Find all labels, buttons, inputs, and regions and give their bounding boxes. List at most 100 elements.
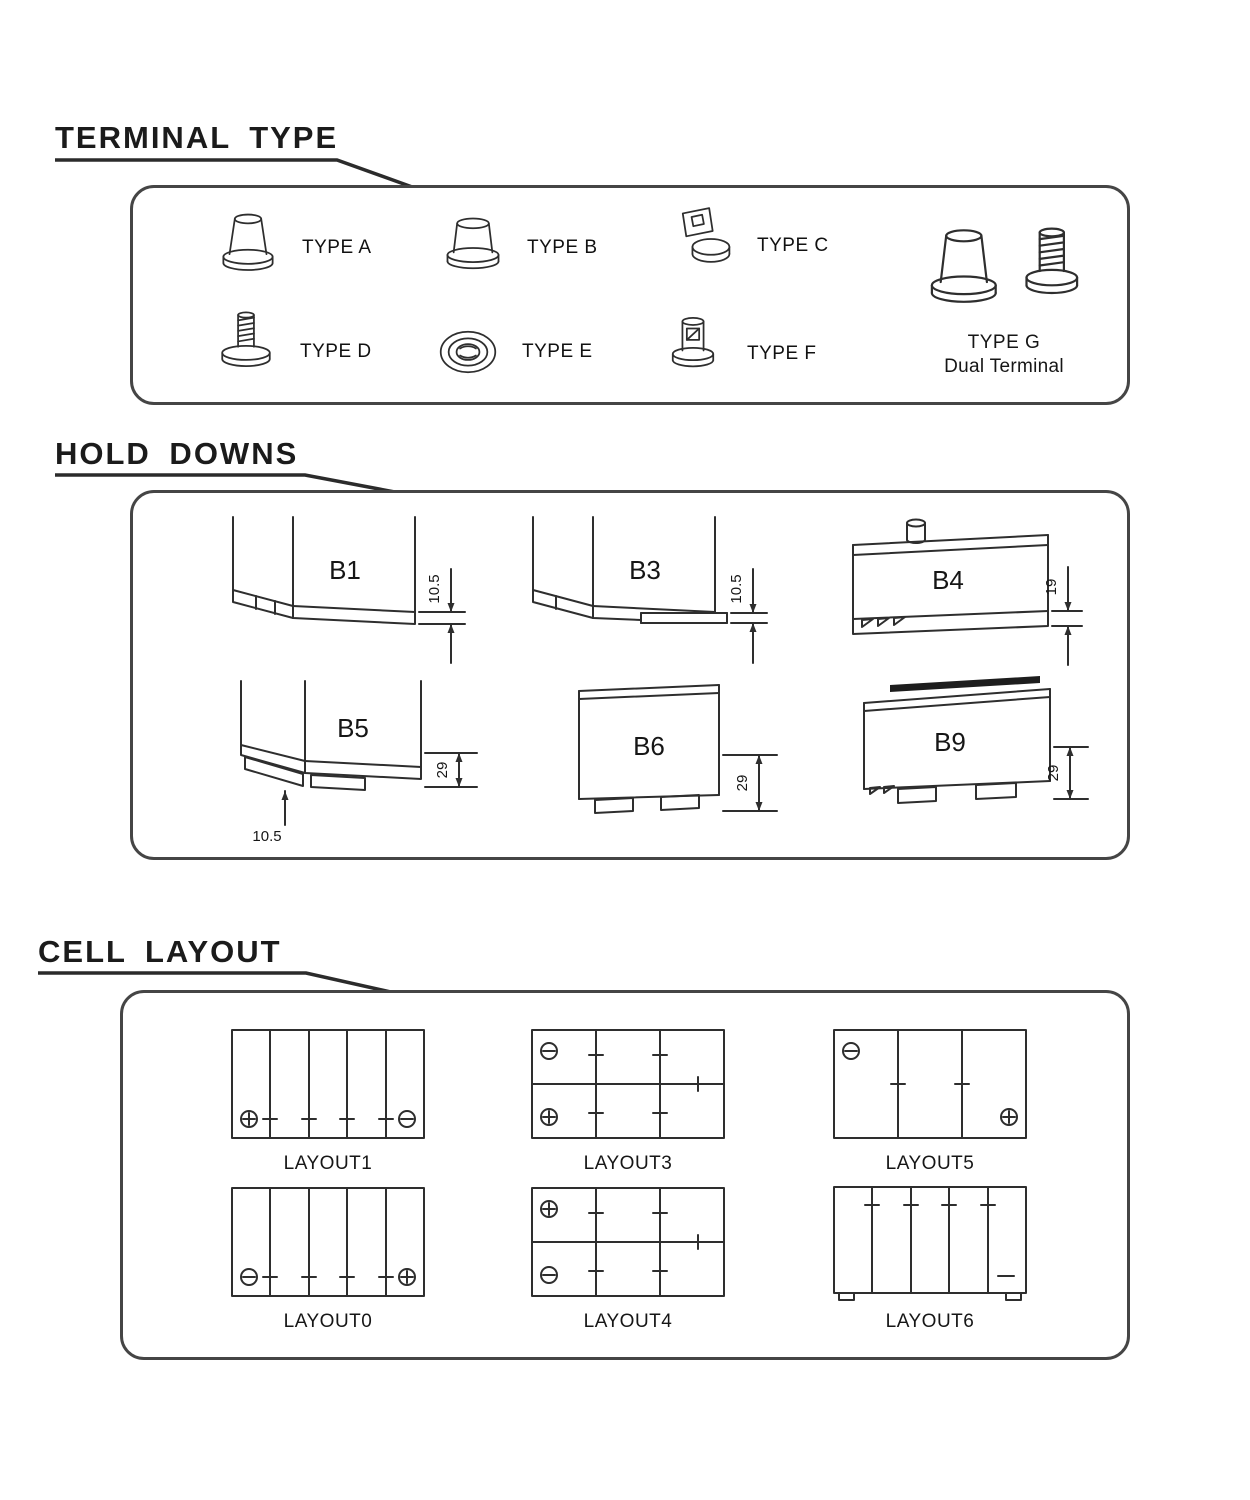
terminal-type-d-label: TYPE D (300, 341, 372, 362)
cell-layout-underline (38, 971, 396, 995)
terminal-type-b: TYPE B (429, 204, 598, 292)
battery-outline (578, 684, 720, 800)
dim-arrow-down (447, 603, 455, 612)
hold-down-rail (975, 782, 1017, 800)
hold-down-b6-label: B6 (633, 731, 665, 761)
hold-down-b1-diagram: B1 10.5 (232, 516, 466, 664)
terminal-type-f-label: TYPE F (747, 343, 817, 364)
dim-arrow-up (755, 755, 763, 764)
dim-arrow-up (281, 791, 289, 800)
terminal-type-b-icon (446, 217, 500, 270)
cell-layout-4-diagram (531, 1187, 725, 1297)
cell-layout-heading: CELL LAYOUT (38, 934, 282, 969)
hold-down-b3-diagram: B3 10.5 (532, 516, 768, 664)
terminal-type-e: TYPE E (424, 308, 593, 396)
hold-downs-heading: HOLD DOWNS (55, 436, 299, 471)
hold-down-b1-dim: 10.5 (426, 574, 443, 603)
dim-arrow-down (455, 778, 463, 787)
terminal-type-panel: TYPE A TYPE B (130, 185, 1130, 405)
cell-layout-1-label: LAYOUT1 (283, 1153, 373, 1174)
negative-terminal-icon (240, 1268, 258, 1286)
hold-down-b6-diagram: B6 29 (578, 684, 778, 814)
dim-arrow-up (447, 624, 455, 633)
terminal-type-a-label: TYPE A (302, 237, 372, 258)
terminal-type-g: TYPE G Dual Terminal (899, 216, 1109, 378)
battery-outline (863, 688, 1051, 795)
terminal-type-g-label: TYPE G (967, 332, 1041, 353)
negative-terminal-icon (540, 1042, 558, 1060)
hold-down-b9-label: B9 (934, 727, 966, 757)
dim-arrow-up (749, 623, 757, 632)
hold-down-rail (897, 786, 937, 804)
battery-corner-outline (240, 680, 422, 780)
terminal-type-e-label: TYPE E (522, 341, 593, 362)
hold-downs-panel: B1 10.5 B3 10.5 (130, 490, 1130, 860)
hold-down-b3-dim: 10.5 (728, 574, 745, 603)
cell-layout-panel: LAYOUT1 LAYOUT3 (120, 990, 1130, 1360)
hold-downs-underline (55, 473, 401, 495)
terminal-type-heading: TERMINAL TYPE (55, 120, 339, 155)
terminal-type-f-icon (671, 317, 715, 368)
hold-down-b1-label: B1 (329, 555, 361, 585)
cell-layout-4-label: LAYOUT4 (583, 1311, 673, 1332)
cell-layout-1: LAYOUT1 (228, 1025, 428, 1175)
cell-layout-6: LAYOUT6 (830, 1183, 1030, 1333)
dim-arrow-down (755, 802, 763, 811)
hold-down-foot (594, 797, 634, 814)
hold-down-b5-dim: 29 (434, 762, 451, 779)
terminal-type-b-label: TYPE B (527, 237, 598, 258)
hold-down-b4-diagram: B4 19 (852, 518, 1083, 666)
terminal-type-c-icon (681, 207, 731, 263)
cell-layout-5-diagram (833, 1029, 1027, 1139)
terminal-type-c: TYPE C (659, 202, 829, 290)
positive-terminal-icon (540, 1108, 558, 1126)
terminal-type-f: TYPE F (649, 310, 817, 398)
hold-down-b5-diagram: B5 29 10.5 (240, 680, 478, 845)
dim-arrow-down (1064, 602, 1072, 611)
battery-outline (852, 518, 1049, 635)
negative-terminal-icon (842, 1042, 860, 1060)
hold-down-b6-dim: 29 (734, 775, 751, 792)
cell-layout-0: LAYOUT0 (228, 1183, 428, 1333)
hold-down-b3-label: B3 (629, 555, 661, 585)
negative-terminal-icon (398, 1110, 416, 1128)
cell-layout-0-label: LAYOUT0 (283, 1311, 373, 1332)
dim-arrow-up (1064, 626, 1072, 635)
dim-arrow-up (1066, 747, 1074, 756)
hold-down-rail (244, 756, 304, 787)
hold-down-b9-dim: 29 (1045, 765, 1062, 782)
cell-layout-5-label: LAYOUT5 (885, 1153, 975, 1174)
battery-corner-outline (532, 516, 728, 624)
terminal-type-g-icon (930, 227, 1078, 303)
cell-layout-6-diagram (833, 1186, 1027, 1301)
cell-layout-3-diagram (531, 1029, 725, 1139)
terminal-type-a: TYPE A (204, 204, 372, 292)
dim-arrow-down (1066, 790, 1074, 799)
hold-down-b4-label: B4 (932, 565, 964, 595)
hold-down-b5-dim2: 10.5 (252, 828, 281, 845)
dim-arrow-down (749, 604, 757, 613)
positive-terminal-icon (1000, 1108, 1018, 1126)
positive-terminal-icon (240, 1110, 258, 1128)
cell-layout-5: LAYOUT5 (830, 1025, 1030, 1175)
terminal-type-c-label: TYPE C (757, 235, 829, 256)
hold-down-rail (310, 774, 366, 791)
top-clamp-bar (890, 676, 1040, 692)
dim-arrow-up (455, 753, 463, 762)
cell-layout-6-label: LAYOUT6 (885, 1311, 975, 1332)
hold-down-b5-label: B5 (337, 713, 369, 743)
terminal-type-a-icon (222, 213, 274, 271)
hold-down-foot (660, 794, 700, 811)
cell-layout-3: LAYOUT3 (528, 1025, 728, 1175)
terminal-type-d-icon (221, 311, 271, 367)
cell-layout-0-diagram (231, 1187, 425, 1297)
positive-terminal-icon (398, 1268, 416, 1286)
battery-corner-outline (232, 516, 416, 625)
cell-layout-1-diagram (231, 1029, 425, 1139)
positive-terminal-icon (540, 1200, 558, 1218)
terminal-type-d: TYPE D (202, 308, 372, 396)
terminal-type-g-sublabel: Dual Terminal (944, 356, 1064, 377)
dimension-lines (722, 754, 778, 812)
negative-terminal-icon (540, 1266, 558, 1284)
